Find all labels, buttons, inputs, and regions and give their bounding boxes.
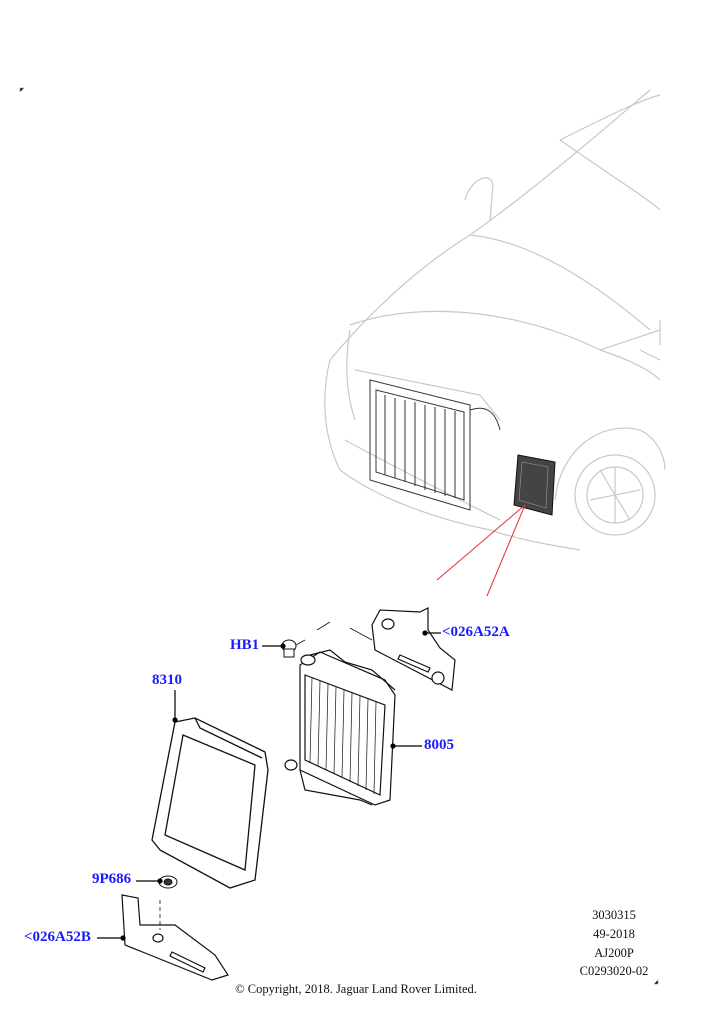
callout-026a52a[interactable]: <026A52A <box>442 624 510 640</box>
illustration-number: 3030315 <box>592 908 636 922</box>
highlighted-cooler <box>513 454 556 516</box>
model-code: AJ200P <box>594 946 634 960</box>
leader-lines <box>97 630 441 941</box>
drawing-code: C0293020-02 <box>579 964 649 978</box>
shroud-8310 <box>151 717 269 889</box>
copyright-notice: © Copyright, 2018. Jaguar Land Rover Lim… <box>235 982 477 996</box>
callout-8310[interactable]: 8310 <box>152 672 182 688</box>
callout-8005[interactable]: 8005 <box>424 737 454 753</box>
callout-026a52b[interactable]: <026A52B <box>24 929 91 945</box>
callout-9p686[interactable]: 9P686 <box>92 871 132 887</box>
bolt-hb1 <box>281 639 306 658</box>
radiator-8005 <box>284 649 396 806</box>
bracket-026A52A <box>316 607 456 691</box>
vehicle-outline <box>324 89 666 551</box>
illustration-date: 49-2018 <box>593 927 635 941</box>
callout-hb1[interactable]: HB1 <box>230 637 260 653</box>
bracket-026A52B <box>121 894 229 981</box>
corner-marks <box>19 87 659 985</box>
locator-lines <box>436 504 526 597</box>
cooling-pack-in-vehicle <box>369 379 501 511</box>
